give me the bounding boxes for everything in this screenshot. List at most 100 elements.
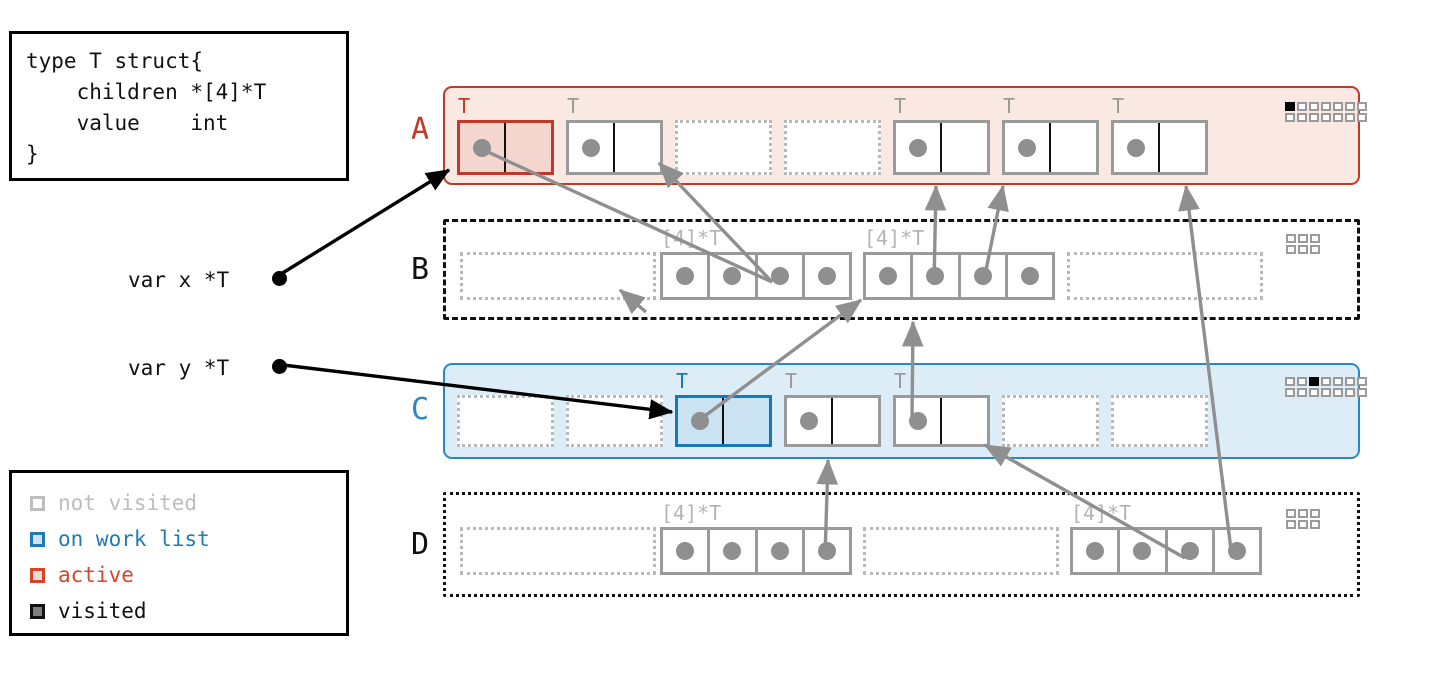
- legend-swatch-on-work-list: [30, 531, 45, 547]
- t-object-c3[interactable]: [675, 395, 772, 447]
- legend-swatch-active: [30, 567, 45, 583]
- row-label-d: D: [411, 527, 430, 562]
- t-object-a5[interactable]: [893, 120, 990, 175]
- pointer-dot: [1020, 267, 1039, 285]
- legend-item-on-work-list: on work list: [30, 521, 346, 557]
- bitmap-cell: [1286, 245, 1296, 254]
- pointer-dot: [799, 412, 818, 430]
- pointer-dot: [1227, 542, 1246, 560]
- bitmap-cell: [1310, 234, 1320, 243]
- t-object-a2-children: [569, 123, 615, 172]
- legend-box: not visited on work list active visited: [9, 470, 349, 636]
- pointer-dot: [770, 267, 789, 285]
- pointer-dot: [908, 138, 927, 157]
- array-d4[interactable]: [1070, 527, 1262, 575]
- pointer-dot: [770, 542, 789, 560]
- bitmap-cell: [1345, 113, 1355, 122]
- array-d4-cell-2: [1168, 530, 1215, 572]
- t-object-a5-children: [896, 123, 942, 172]
- var-y-label: var y *T: [128, 356, 230, 380]
- bitmap-cell: [1298, 234, 1308, 243]
- t-object-a6[interactable]: [1002, 120, 1099, 175]
- pointer-dot: [472, 138, 491, 157]
- pointer-dot: [1017, 138, 1036, 157]
- bitmap-cell: [1310, 520, 1320, 529]
- array-b2-cell-2: [758, 255, 805, 297]
- bitmap-cell: [1285, 377, 1295, 386]
- t-object-a7-value: [1160, 123, 1206, 172]
- bitmap-row: [1286, 520, 1320, 529]
- bitmap-row: [1285, 377, 1367, 386]
- t-object-a2[interactable]: [566, 120, 663, 175]
- empty-slot-c7: [1111, 395, 1208, 447]
- t-object-c3-children: [678, 398, 724, 444]
- array-d2-cell-2: [758, 530, 805, 572]
- struct-definition-code: type T struct{ children *[4]*T value int…: [26, 49, 267, 166]
- bitmap-cell: [1309, 113, 1319, 122]
- empty-slot-a3: [675, 120, 772, 175]
- pointer-dot: [817, 542, 836, 560]
- legend-swatch-not-visited: [30, 495, 45, 511]
- t-object-a1-value: [506, 123, 552, 172]
- legend-item-not-visited: not visited: [30, 485, 346, 521]
- type-tag-a2: T: [567, 94, 580, 118]
- empty-slot-b4: [1067, 252, 1263, 300]
- row-a-container: T T T T T: [443, 86, 1367, 185]
- array-tag-d2: [4]*T: [661, 501, 722, 525]
- t-object-c5-children: [896, 398, 942, 444]
- bitmap-cell: [1298, 520, 1308, 529]
- pointer-dot: [676, 542, 695, 560]
- array-tag-b3: [4]*T: [864, 226, 925, 250]
- bitmap-cell: [1333, 102, 1343, 111]
- array-d2-cell-1: [710, 530, 758, 572]
- t-object-a6-children: [1005, 123, 1051, 172]
- t-object-a6-value: [1051, 123, 1097, 172]
- pointer-dot: [879, 267, 898, 285]
- array-b3[interactable]: [863, 252, 1055, 300]
- bitmap-cell: [1309, 388, 1319, 397]
- pointer-dot: [1133, 542, 1152, 560]
- t-object-a7[interactable]: [1111, 120, 1208, 175]
- bitmap-cell: [1297, 388, 1307, 397]
- pointer-dot: [581, 138, 600, 157]
- t-object-c4[interactable]: [784, 395, 881, 447]
- t-object-c4-children: [787, 398, 833, 444]
- t-object-c5-value: [942, 398, 988, 444]
- bitmap-cell: [1321, 102, 1331, 111]
- t-object-c5[interactable]: [893, 395, 990, 447]
- bitmap-cell: [1298, 245, 1308, 254]
- bitmap-row: [1285, 113, 1367, 122]
- pointer-dot: [1086, 542, 1105, 560]
- bitmap-cell: [1309, 377, 1319, 386]
- bitmap-cell: [1357, 113, 1367, 122]
- bitmap-row: [1286, 234, 1320, 243]
- bitmap-cell: [1345, 388, 1355, 397]
- row-a-bitmap: [1285, 102, 1367, 122]
- type-tag-c3: T: [676, 369, 689, 393]
- bitmap-cell: [1333, 388, 1343, 397]
- legend-label-on-work-list: on work list: [58, 526, 210, 551]
- t-object-a5-value: [942, 123, 988, 172]
- legend-label-visited: visited: [58, 598, 147, 623]
- array-d2[interactable]: [660, 527, 852, 575]
- array-d4-cell-3: [1215, 530, 1259, 572]
- bitmap-cell: [1345, 102, 1355, 111]
- type-tag-a1: T: [458, 94, 471, 118]
- bitmap-cell: [1285, 388, 1295, 397]
- var-y-pointer-dot: [272, 359, 287, 374]
- empty-slot-d1: [460, 527, 656, 575]
- bitmap-cell: [1310, 245, 1320, 254]
- array-b3-cell-3: [1008, 255, 1052, 297]
- empty-slot-a4: [784, 120, 881, 175]
- t-object-a1[interactable]: [457, 120, 554, 175]
- array-b2-cell-0: [663, 255, 711, 297]
- array-b2[interactable]: [660, 252, 852, 300]
- array-d2-cell-3: [805, 530, 849, 572]
- bitmap-cell: [1285, 102, 1295, 111]
- bitmap-cell: [1286, 520, 1296, 529]
- row-d-bitmap: [1286, 509, 1320, 529]
- pointer-dot: [723, 267, 742, 285]
- row-label-b: B: [411, 252, 430, 287]
- empty-slot-b1: [460, 252, 656, 300]
